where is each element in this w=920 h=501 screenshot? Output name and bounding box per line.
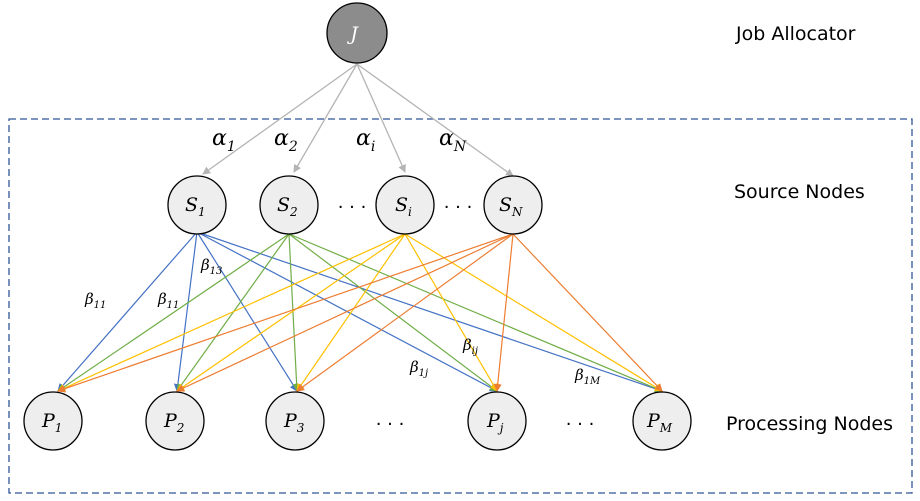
processing-ellipsis-1: · · · [376,414,405,435]
arrow-j-si [356,63,406,173]
source-node-2: S2 [259,175,319,235]
processing-node-j: Pj [467,391,527,451]
edge-s2-p2 [176,233,290,392]
source-node-n-label: SN [499,194,523,219]
edge-s2-p1 [57,233,290,392]
job-allocator-node: J [326,2,388,64]
source-2-edges [57,233,663,392]
processing-node-1: P1 [23,391,83,451]
edge-s2-p3 [288,233,301,392]
edge-sn-pj [493,233,514,392]
processing-node-2-label: P2 [163,410,184,435]
edge-si-p2 [176,233,406,392]
source-node-1: S1 [167,175,227,235]
beta-label-11b: β11 [157,290,179,311]
source-n-edges [57,233,663,393]
edge-sn-pm [512,233,663,392]
alpha-label-1: α1 [212,126,236,155]
source-processing-frame [8,118,913,494]
processing-node-m: PM [632,391,692,451]
processing-node-m-label: PM [646,410,673,435]
processing-node-2: P2 [145,391,205,451]
beta-labels: β11 β11 β13 β1j βij β1M [84,256,601,387]
edge-s1-p3 [196,231,298,392]
source-node-2-label: S2 [277,194,298,219]
edge-s1-p1 [57,231,198,392]
source-ellipsis-2: · · · [444,197,473,218]
source-i-edges [57,233,663,392]
edge-si-pm [404,233,663,392]
source-node-i-label: Si [395,194,412,219]
edge-sn-p1 [57,233,514,393]
edge-si-p3 [296,233,406,392]
allocator-arrows [202,63,514,177]
edge-s1-p2 [173,231,198,392]
arrow-j-s2 [293,63,358,173]
beta-label-13: β13 [200,256,222,277]
edge-sn-p2 [176,233,514,392]
processing-nodes-label: Processing Nodes [726,413,893,435]
edge-s2-pj [288,233,498,392]
source-node-1-label: S1 [185,194,206,219]
edge-sn-p3 [296,233,514,392]
arrow-j-s1 [202,63,358,175]
beta-label-ij: βij [462,336,478,357]
job-allocator-label: Job Allocator [735,23,856,45]
alpha-label-2: α2 [274,126,298,155]
processing-node-3-label: P3 [283,410,305,435]
beta-label-1m: β1M [574,366,601,387]
alpha-label-i: αi [356,126,375,155]
edge-s2-pm [288,233,663,392]
processing-ellipsis-2: · · · [566,414,595,435]
job-node-label: J [346,23,359,45]
processing-node-j-label: Pj [486,410,504,435]
alpha-label-n: αN [439,126,467,155]
source-node-i: Si [375,175,435,235]
edge-si-pj [404,233,498,392]
source-1-edges [57,231,663,393]
source-node-n: SN [483,175,543,235]
processing-node-1-label: P1 [41,410,62,435]
source-ellipsis-1: · · · [338,197,367,218]
source-nodes-label: Source Nodes [734,181,865,203]
beta-label-11a: β11 [84,290,106,311]
edge-si-p1 [57,233,406,392]
processing-node-3: P3 [265,391,325,451]
alpha-labels: α1 α2 αi αN [212,126,467,155]
beta-label-1j: β1j [409,358,428,379]
arrow-j-sn [356,63,514,177]
edge-s1-pm [196,231,663,393]
